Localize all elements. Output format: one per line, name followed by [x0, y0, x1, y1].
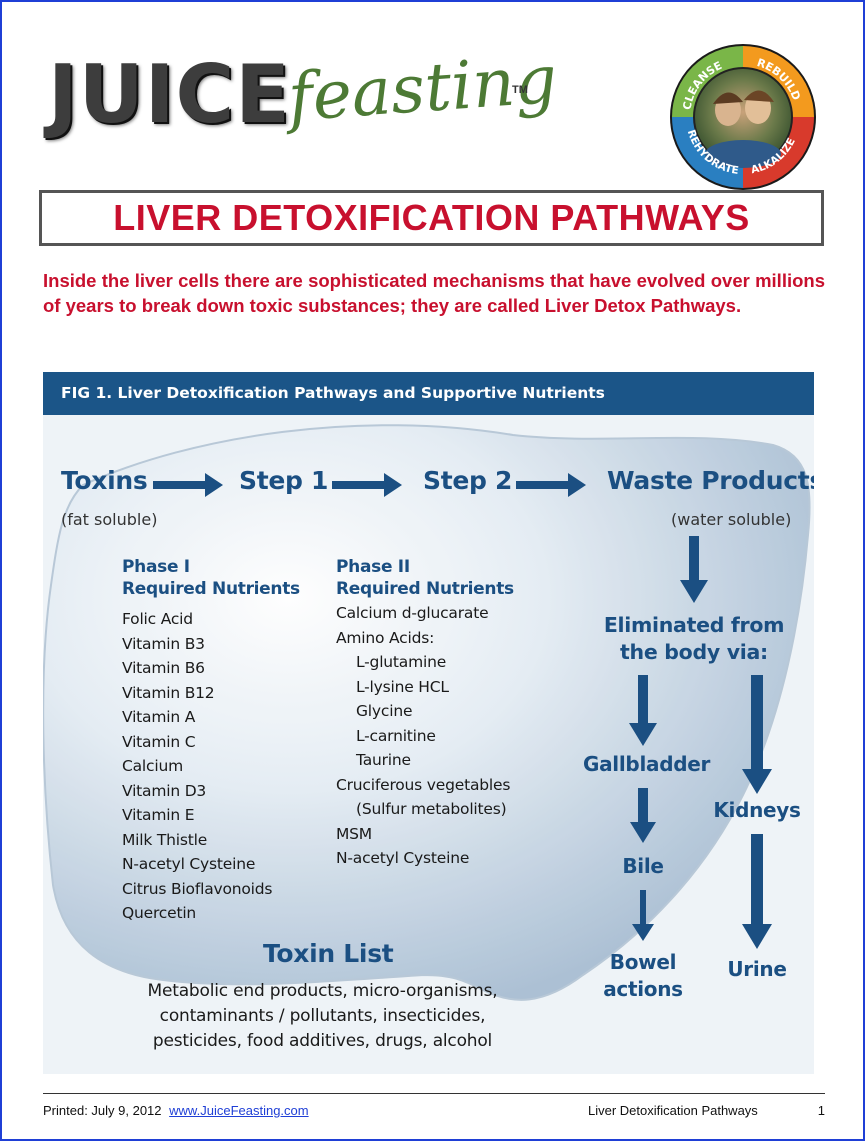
figure-header: FIG 1. Liver Detoxification Pathways and… — [43, 372, 814, 415]
list-item: Citrus Bioflavonoids — [122, 879, 273, 898]
list-item: L-lysine HCL — [356, 677, 449, 696]
list-item: Folic Acid — [122, 610, 193, 628]
list-item: L-glutamine — [356, 653, 447, 671]
list-item: N-acetyl Cysteine — [122, 855, 256, 873]
list-item: Vitamin B3 — [122, 634, 205, 653]
phase2-nutrient-list: Calcium d-glucarate Amino Acids: L-gluta… — [336, 601, 510, 871]
list-item: Vitamin A — [122, 708, 196, 726]
list-item: Vitamin D3 — [122, 781, 207, 800]
elimination-heading-line1: Eliminated from — [603, 613, 785, 637]
phase2-heading-line1: Phase II — [336, 557, 410, 577]
bile-label: Bile — [622, 854, 664, 878]
arrow-down-icon — [629, 675, 657, 746]
list-item: MSM — [336, 824, 372, 843]
arrow-right-icon — [153, 473, 223, 497]
flow-toxins-sub: (fat soluble) — [61, 510, 158, 529]
cleanse-rebuild-badge: CLEANSE REBUILD REHYDRATE ALKALIZE — [670, 44, 816, 190]
list-item: Amino Acids: — [336, 628, 435, 647]
urine-label: Urine — [727, 957, 787, 981]
page-footer: Printed: July 9, 2012 www.JuiceFeasting.… — [43, 1093, 825, 1132]
arrow-down-icon — [742, 675, 772, 794]
liver-shape-illustration — [43, 415, 814, 1074]
toxin-list-heading: Toxin List — [263, 939, 394, 968]
bowel-line1: Bowel — [609, 950, 677, 974]
intro-paragraph: Inside the liver cells there are sophist… — [43, 270, 825, 316]
list-item: Calcium d-glucarate — [336, 604, 489, 622]
liver-pathways-figure: FIG 1. Liver Detoxification Pathways and… — [43, 372, 814, 1074]
logo-juice-text: JUICE — [48, 48, 291, 141]
footer-left: Printed: July 9, 2012 www.JuiceFeasting.… — [43, 1103, 309, 1118]
arrow-down-icon — [630, 788, 656, 843]
phase1-heading-line2: Required Nutrients — [122, 579, 300, 599]
footer-printed-date: Printed: July 9, 2012 — [43, 1103, 162, 1118]
list-item: (Sulfur metabolites) — [356, 800, 507, 818]
phase2-heading-line2: Required Nutrients — [336, 579, 514, 599]
juice-feasting-logo: JUICE feasting TM — [42, 41, 562, 162]
arrow-down-icon — [632, 890, 654, 941]
bowel-line2: actions — [603, 977, 683, 1001]
list-item: Quercetin — [122, 904, 197, 922]
arrow-down-icon — [680, 536, 708, 603]
elimination-heading-line2: the body via: — [620, 640, 768, 664]
page-title: LIVER DETOXIFICATION PATHWAYS — [113, 197, 750, 238]
list-item: Vitamin B12 — [122, 683, 215, 702]
phase1-heading-line1: Phase I — [122, 557, 190, 577]
flow-step2: Step 2 — [423, 466, 513, 495]
footer-page-number: 1 — [817, 1103, 825, 1118]
phase2-heading: Phase II Required Nutrients — [336, 556, 514, 600]
list-item: Calcium — [122, 757, 183, 775]
list-item: N-acetyl Cysteine — [336, 849, 470, 867]
toxin-list-text: Metabolic end products, micro-organisms,… — [147, 981, 498, 1051]
kidneys-label: Kidneys — [713, 798, 801, 822]
list-item: Taurine — [356, 751, 411, 769]
flow-step1: Step 1 — [239, 466, 329, 495]
logo-trademark: TM — [512, 84, 528, 96]
footer-website-link[interactable]: www.JuiceFeasting.com — [169, 1103, 309, 1118]
flow-waste-products: Waste Products — [607, 466, 814, 495]
list-item: Cruciferous vegetables — [336, 775, 511, 794]
list-item: L-carnitine — [356, 726, 436, 745]
gallbladder-label: Gallbladder — [583, 752, 711, 776]
flow-waste-sub: (water soluble) — [671, 510, 792, 529]
flow-toxins: Toxins — [61, 466, 148, 495]
list-item: Vitamin B6 — [122, 659, 205, 677]
elimination-heading: Eliminated from the body via: — [599, 612, 789, 666]
arrow-down-icon — [742, 834, 772, 949]
list-item: Vitamin C — [122, 732, 196, 751]
list-item: Milk Thistle — [122, 830, 208, 849]
list-item: Glycine — [356, 702, 413, 720]
arrow-right-icon — [516, 473, 586, 497]
arrow-right-icon — [332, 473, 402, 497]
phase1-heading: Phase I Required Nutrients — [122, 556, 300, 600]
phase1-nutrient-list: Folic Acid Vitamin B3 Vitamin B6 Vitamin… — [122, 607, 272, 926]
footer-document-title: Liver Detoxification Pathways — [588, 1103, 758, 1118]
title-box: LIVER DETOXIFICATION PATHWAYS — [39, 190, 824, 246]
bowel-actions-label: Bowel actions — [583, 949, 703, 1003]
list-item: Vitamin E — [122, 806, 195, 824]
